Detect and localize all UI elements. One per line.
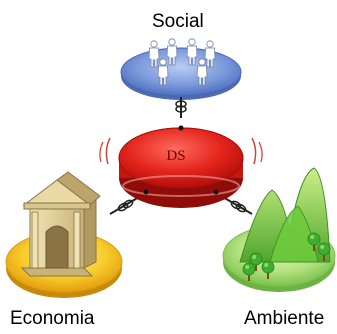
classical-building-icon (20, 171, 101, 277)
ds-label: DS (166, 148, 185, 164)
spring-connector-icon (175, 97, 187, 118)
economia-label: Economia (10, 308, 95, 329)
economia-node (5, 171, 123, 298)
social-label: Social (152, 11, 204, 32)
ds-center-node: DS (99, 125, 263, 208)
ambiente-node (222, 167, 336, 292)
ambiente-label: Ambiente (244, 308, 325, 329)
green-hills-trees-icon (239, 167, 331, 282)
social-node (120, 38, 242, 100)
